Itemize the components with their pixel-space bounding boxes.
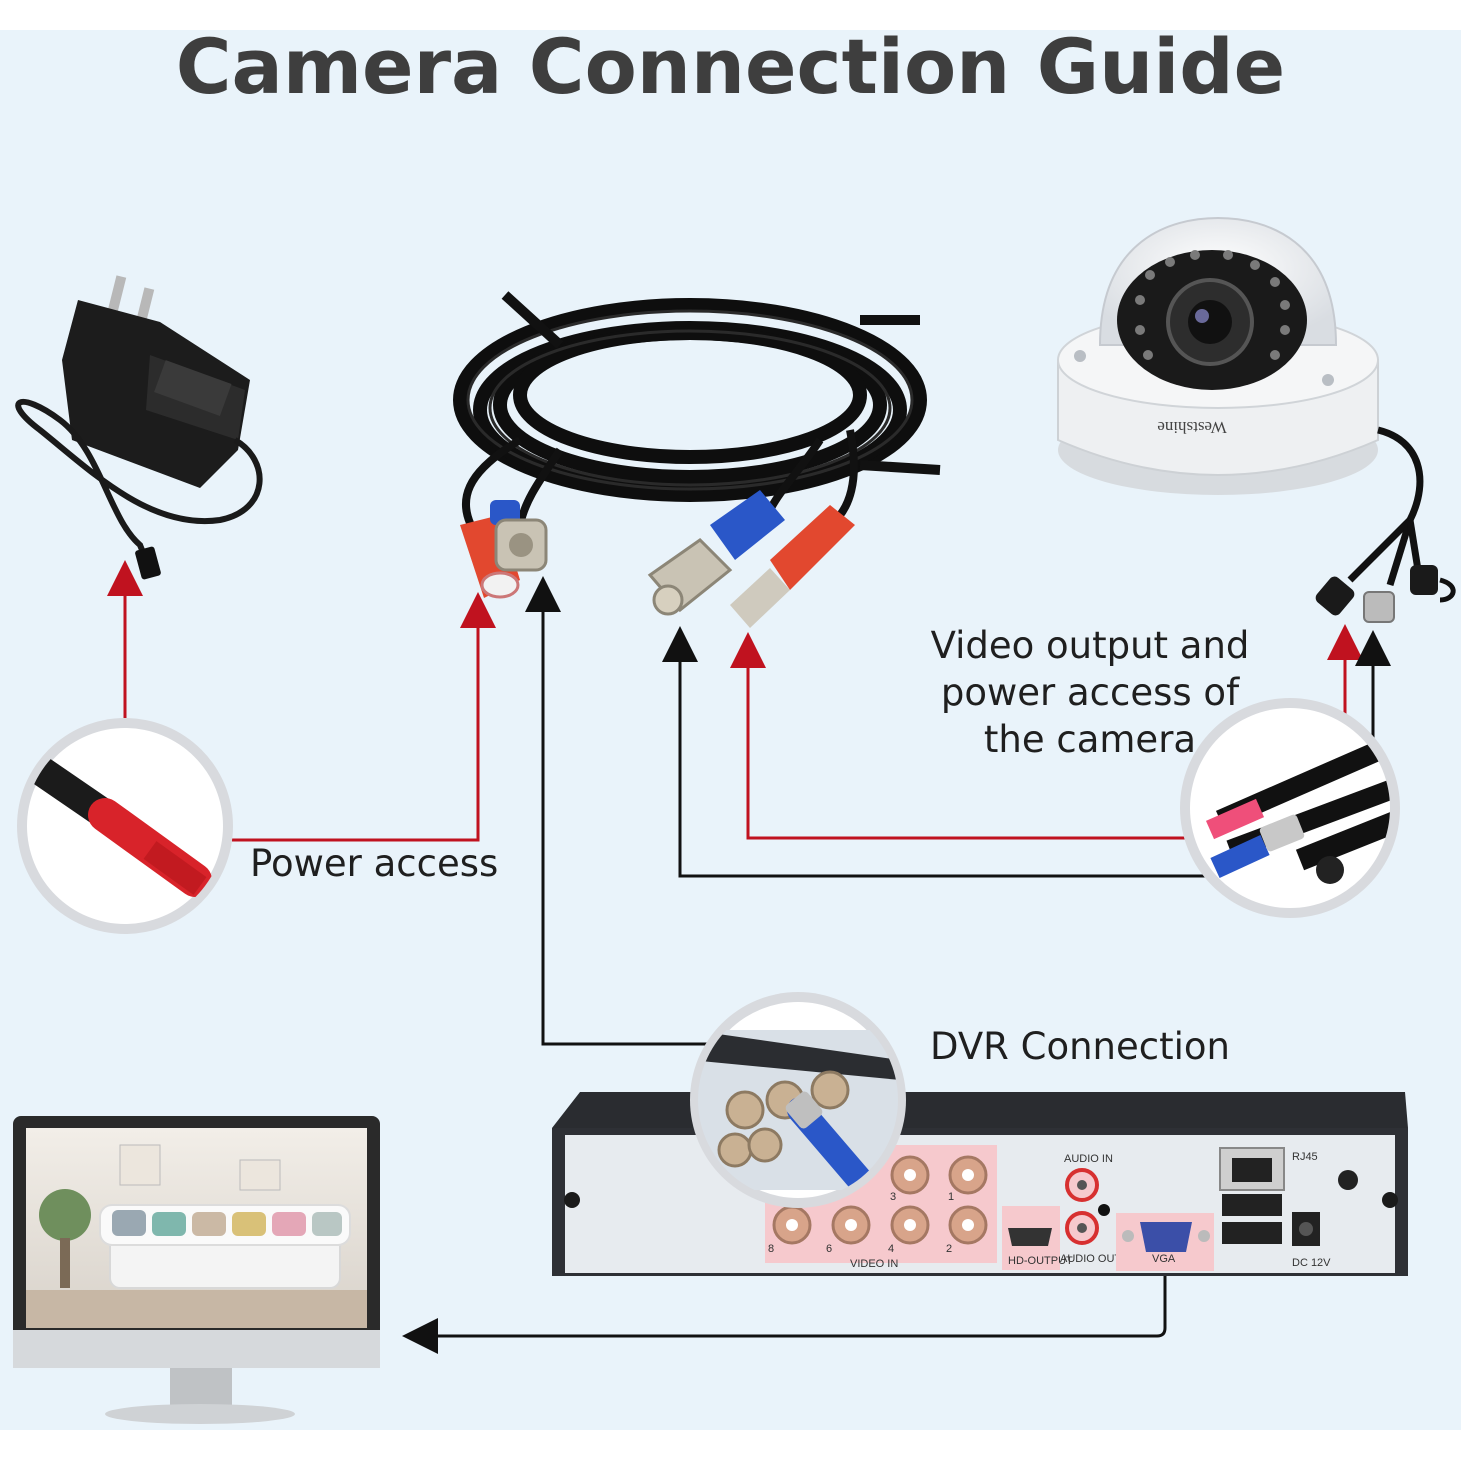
camera-video-line <box>662 626 1210 878</box>
rj45-label: RJ45 <box>1292 1151 1318 1163</box>
video-output-label: Video output and power access of the cam… <box>930 622 1250 763</box>
channel-1: 1 <box>948 1191 954 1203</box>
monitor-icon <box>13 1116 380 1424</box>
dvr-icon: 3 1 8 6 4 2 VIDEO IN HD-OUTPUT AUDIO IN … <box>552 1092 1408 1276</box>
bnc-cable-icon <box>453 291 941 628</box>
audio-out-label: AUDIO OUT <box>1060 1253 1121 1265</box>
channel-3: 3 <box>890 1191 896 1203</box>
channel-6: 6 <box>826 1243 832 1255</box>
connection-lines <box>107 560 1391 1354</box>
channel-4: 4 <box>888 1243 894 1255</box>
dvr-zoom <box>690 992 906 1208</box>
channel-2: 2 <box>946 1243 952 1255</box>
hd-output-label: HD-OUTPUT <box>1008 1255 1073 1267</box>
video-output-line-2: power access of <box>940 671 1240 714</box>
channel-8: 8 <box>768 1243 774 1255</box>
video-output-line-1: Video output and <box>930 624 1250 667</box>
video-in-label: VIDEO IN <box>850 1258 898 1270</box>
camera-brand: Westshine <box>1157 418 1226 437</box>
video-output-line-3: the camera <box>983 718 1197 761</box>
dome-camera-icon: Westshine <box>1057 216 1456 623</box>
power-access-label: Power access <box>250 842 499 885</box>
dvr-connection-label: DVR Connection <box>930 1025 1230 1068</box>
vga-label: VGA <box>1152 1253 1176 1265</box>
dc-label: DC 12V <box>1292 1257 1331 1269</box>
power-adapter-icon <box>15 275 263 580</box>
power-plug-zoom <box>17 718 233 934</box>
page-title: Camera Connection Guide <box>175 22 1286 111</box>
cable-power-line <box>232 592 496 842</box>
dvr-video-line <box>525 576 710 1046</box>
camera-power-line <box>730 632 1190 840</box>
vga-monitor-line <box>402 1275 1167 1354</box>
pigtail-zoom <box>1180 698 1400 918</box>
audio-in-label: AUDIO IN <box>1064 1153 1113 1165</box>
